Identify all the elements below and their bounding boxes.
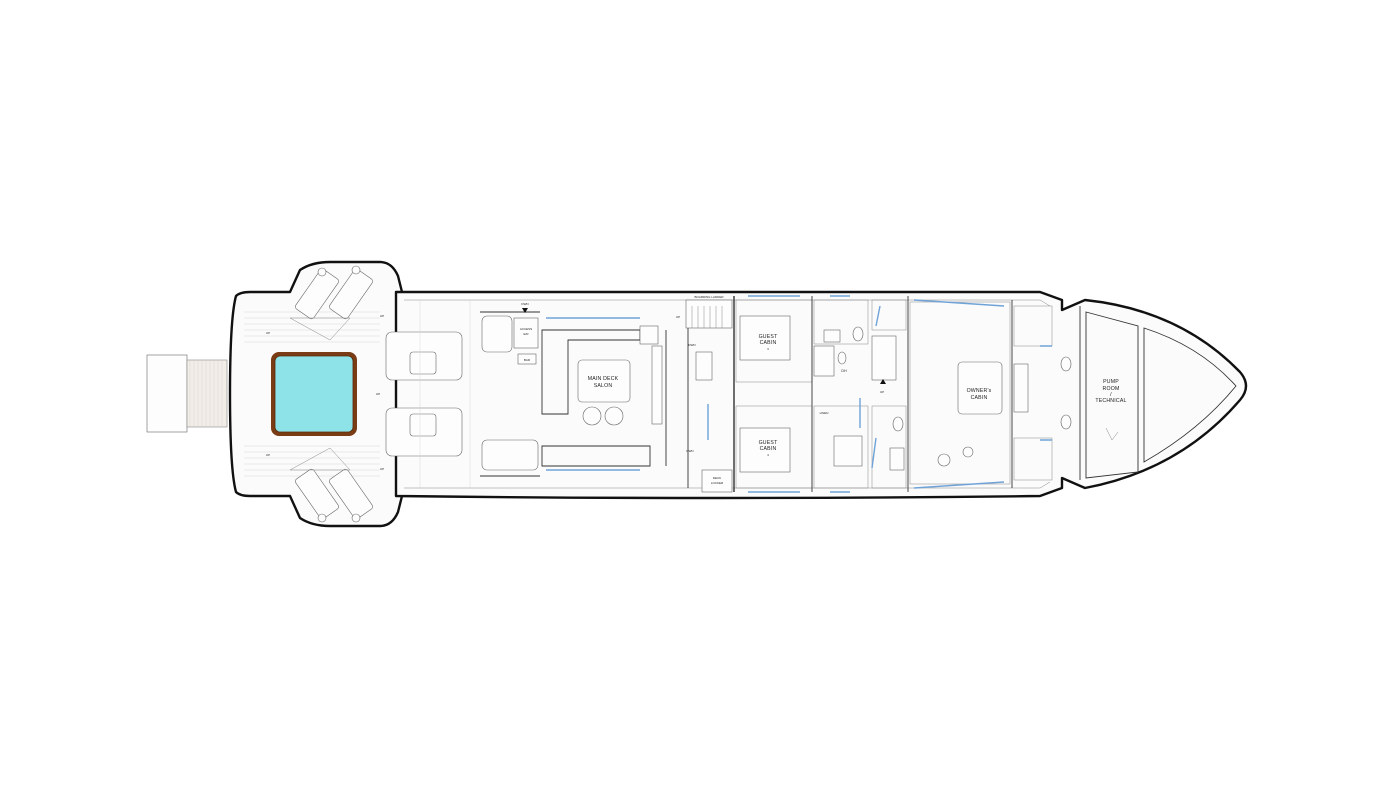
- plunge-pool: [271, 352, 357, 436]
- pump-room: [1085, 311, 1237, 479]
- label-owners-cabin-b: CABIN: [971, 395, 988, 401]
- label-main-deck: MAIN DECK: [588, 376, 619, 382]
- label-up: UP: [380, 467, 384, 471]
- main-salon-walls: [480, 300, 689, 488]
- label-up: UP: [266, 453, 270, 457]
- label-guest-cabin-3-b: CABIN: [760, 340, 777, 346]
- label-up: UP: [880, 390, 884, 394]
- label-guest-cabin-3: GUEST: [759, 334, 779, 340]
- aft-salon-seating: [385, 300, 471, 488]
- owners-cabin: [909, 299, 1029, 489]
- guest-bathrooms: [813, 295, 909, 493]
- label-up: UP: [376, 392, 380, 396]
- swim-platform: [146, 354, 228, 433]
- boarding-ladder-stair: [685, 299, 733, 493]
- label-up: UP: [266, 331, 270, 335]
- label-down: DWN: [686, 449, 693, 453]
- label-down: DWN: [688, 343, 695, 347]
- label-pump-room: PUMP: [1103, 379, 1119, 385]
- label-guest-cabin-3-n: 3: [767, 347, 769, 351]
- label-guest-cabin-4-b: CABIN: [760, 446, 777, 452]
- label-guest-cabin-4-n: 4: [767, 453, 769, 457]
- label-deck-locker: DECK: [713, 476, 721, 480]
- label-guest-cabin-4: GUEST: [759, 440, 779, 446]
- owners-bath: [1013, 305, 1081, 481]
- label-linen: LINEN: [820, 411, 829, 415]
- sun-loungers: [289, 265, 373, 523]
- label-access-er: E/R: [523, 332, 529, 336]
- label-access: ACCESS: [520, 327, 532, 331]
- label-boarding-ladder: BOARDING LADDER: [694, 295, 724, 299]
- main-hull: [394, 290, 1248, 500]
- guest-cabins: [735, 295, 813, 493]
- label-salon: SALON: [594, 383, 613, 389]
- label-down: DWN: [521, 302, 528, 306]
- label-deck-locker-b: LOCKER: [711, 481, 724, 485]
- label-pump-room-c: /: [1110, 392, 1112, 398]
- label-pump-room-d: TECHNICAL: [1095, 398, 1126, 404]
- pool-deck-teak: [244, 311, 380, 477]
- down-arrow-icon: [522, 308, 528, 313]
- label-pump-room-b: ROOM: [1103, 386, 1120, 392]
- label-owners-cabin: OWNER's: [967, 388, 992, 394]
- label-bar: BAR: [524, 358, 531, 362]
- label-dh: DH: [841, 369, 847, 373]
- inner-bulwark: [404, 299, 1051, 489]
- up-arrow-icon: [880, 379, 886, 384]
- label-up: UP: [676, 315, 680, 319]
- deck-labels: UP UP UP UP UP UP UP DWN DWN DWN ACCESS …: [266, 295, 1126, 485]
- label-up: UP: [380, 314, 384, 318]
